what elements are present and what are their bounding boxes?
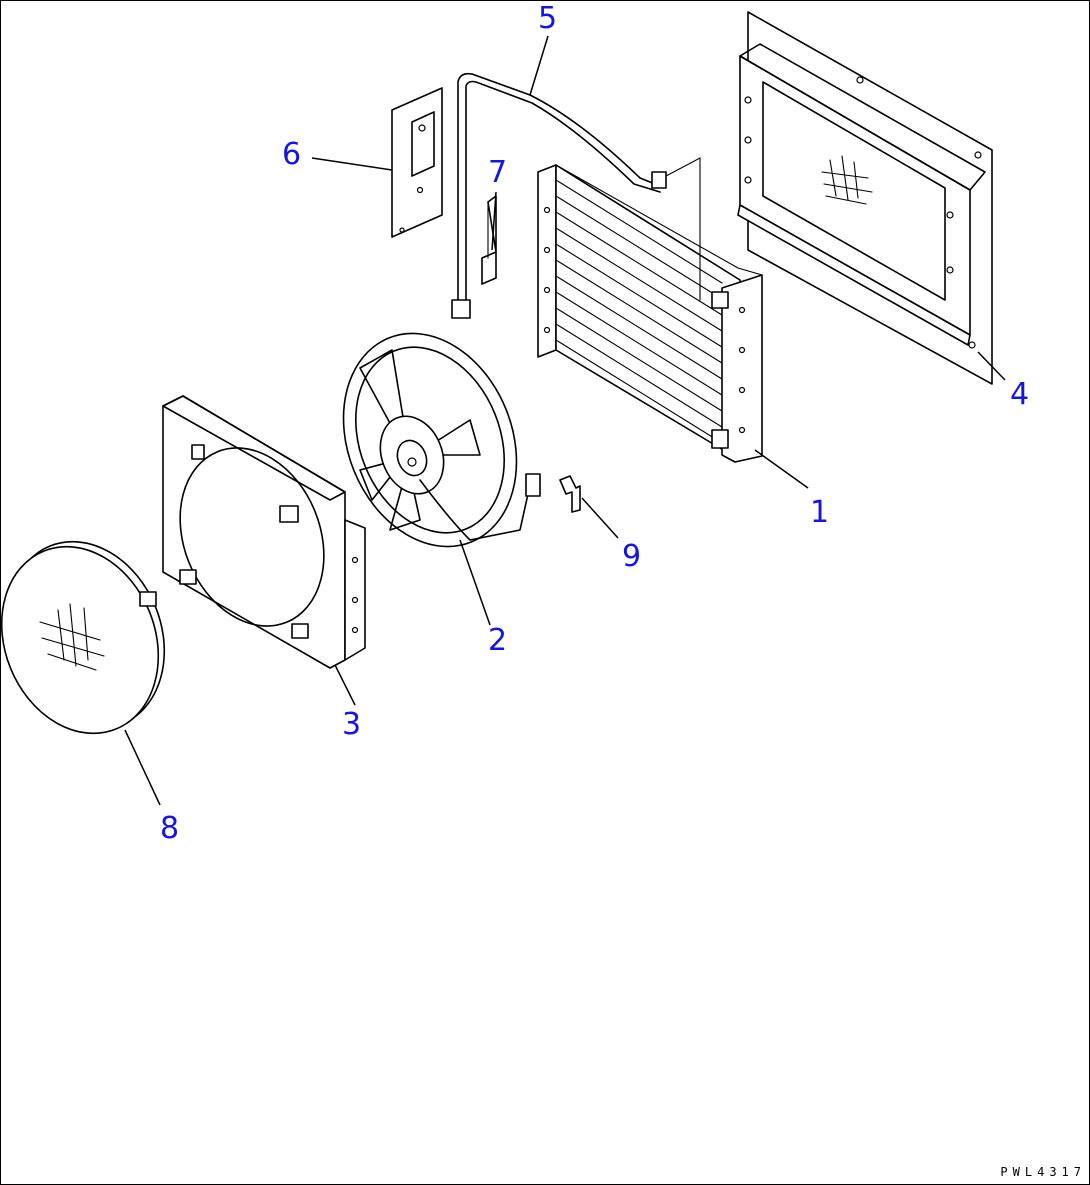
callout-8: 8 — [160, 811, 180, 846]
leader-6 — [311, 157, 393, 171]
callout-4: 4 — [1010, 377, 1030, 412]
part-7-clip — [481, 195, 497, 285]
part-9-clip — [559, 475, 581, 513]
leader-1 — [754, 449, 809, 489]
leader-5 — [529, 35, 549, 96]
leader-7 — [491, 191, 497, 251]
part-1-condenser — [537, 164, 763, 463]
part-5-hose — [451, 72, 701, 319]
callout-6: 6 — [282, 137, 302, 172]
leader-3 — [334, 664, 356, 706]
callout-7: 7 — [488, 155, 508, 190]
part-4-frame — [737, 11, 993, 385]
callout-1: 1 — [810, 495, 830, 530]
part-3-shroud — [162, 395, 366, 669]
leader-2 — [459, 539, 491, 626]
leader-4 — [977, 351, 1006, 381]
callout-5: 5 — [538, 1, 558, 36]
callout-9: 9 — [622, 539, 642, 574]
callout-2: 2 — [488, 623, 508, 658]
leader-8 — [124, 729, 161, 806]
drawing-code: PWL4317 — [1000, 1165, 1086, 1179]
callout-3: 3 — [342, 707, 362, 742]
part-8-guard — [0, 540, 166, 735]
part-6-bracket — [391, 87, 443, 238]
part-2-fan-motor — [342, 332, 541, 548]
leader-9 — [581, 497, 619, 539]
